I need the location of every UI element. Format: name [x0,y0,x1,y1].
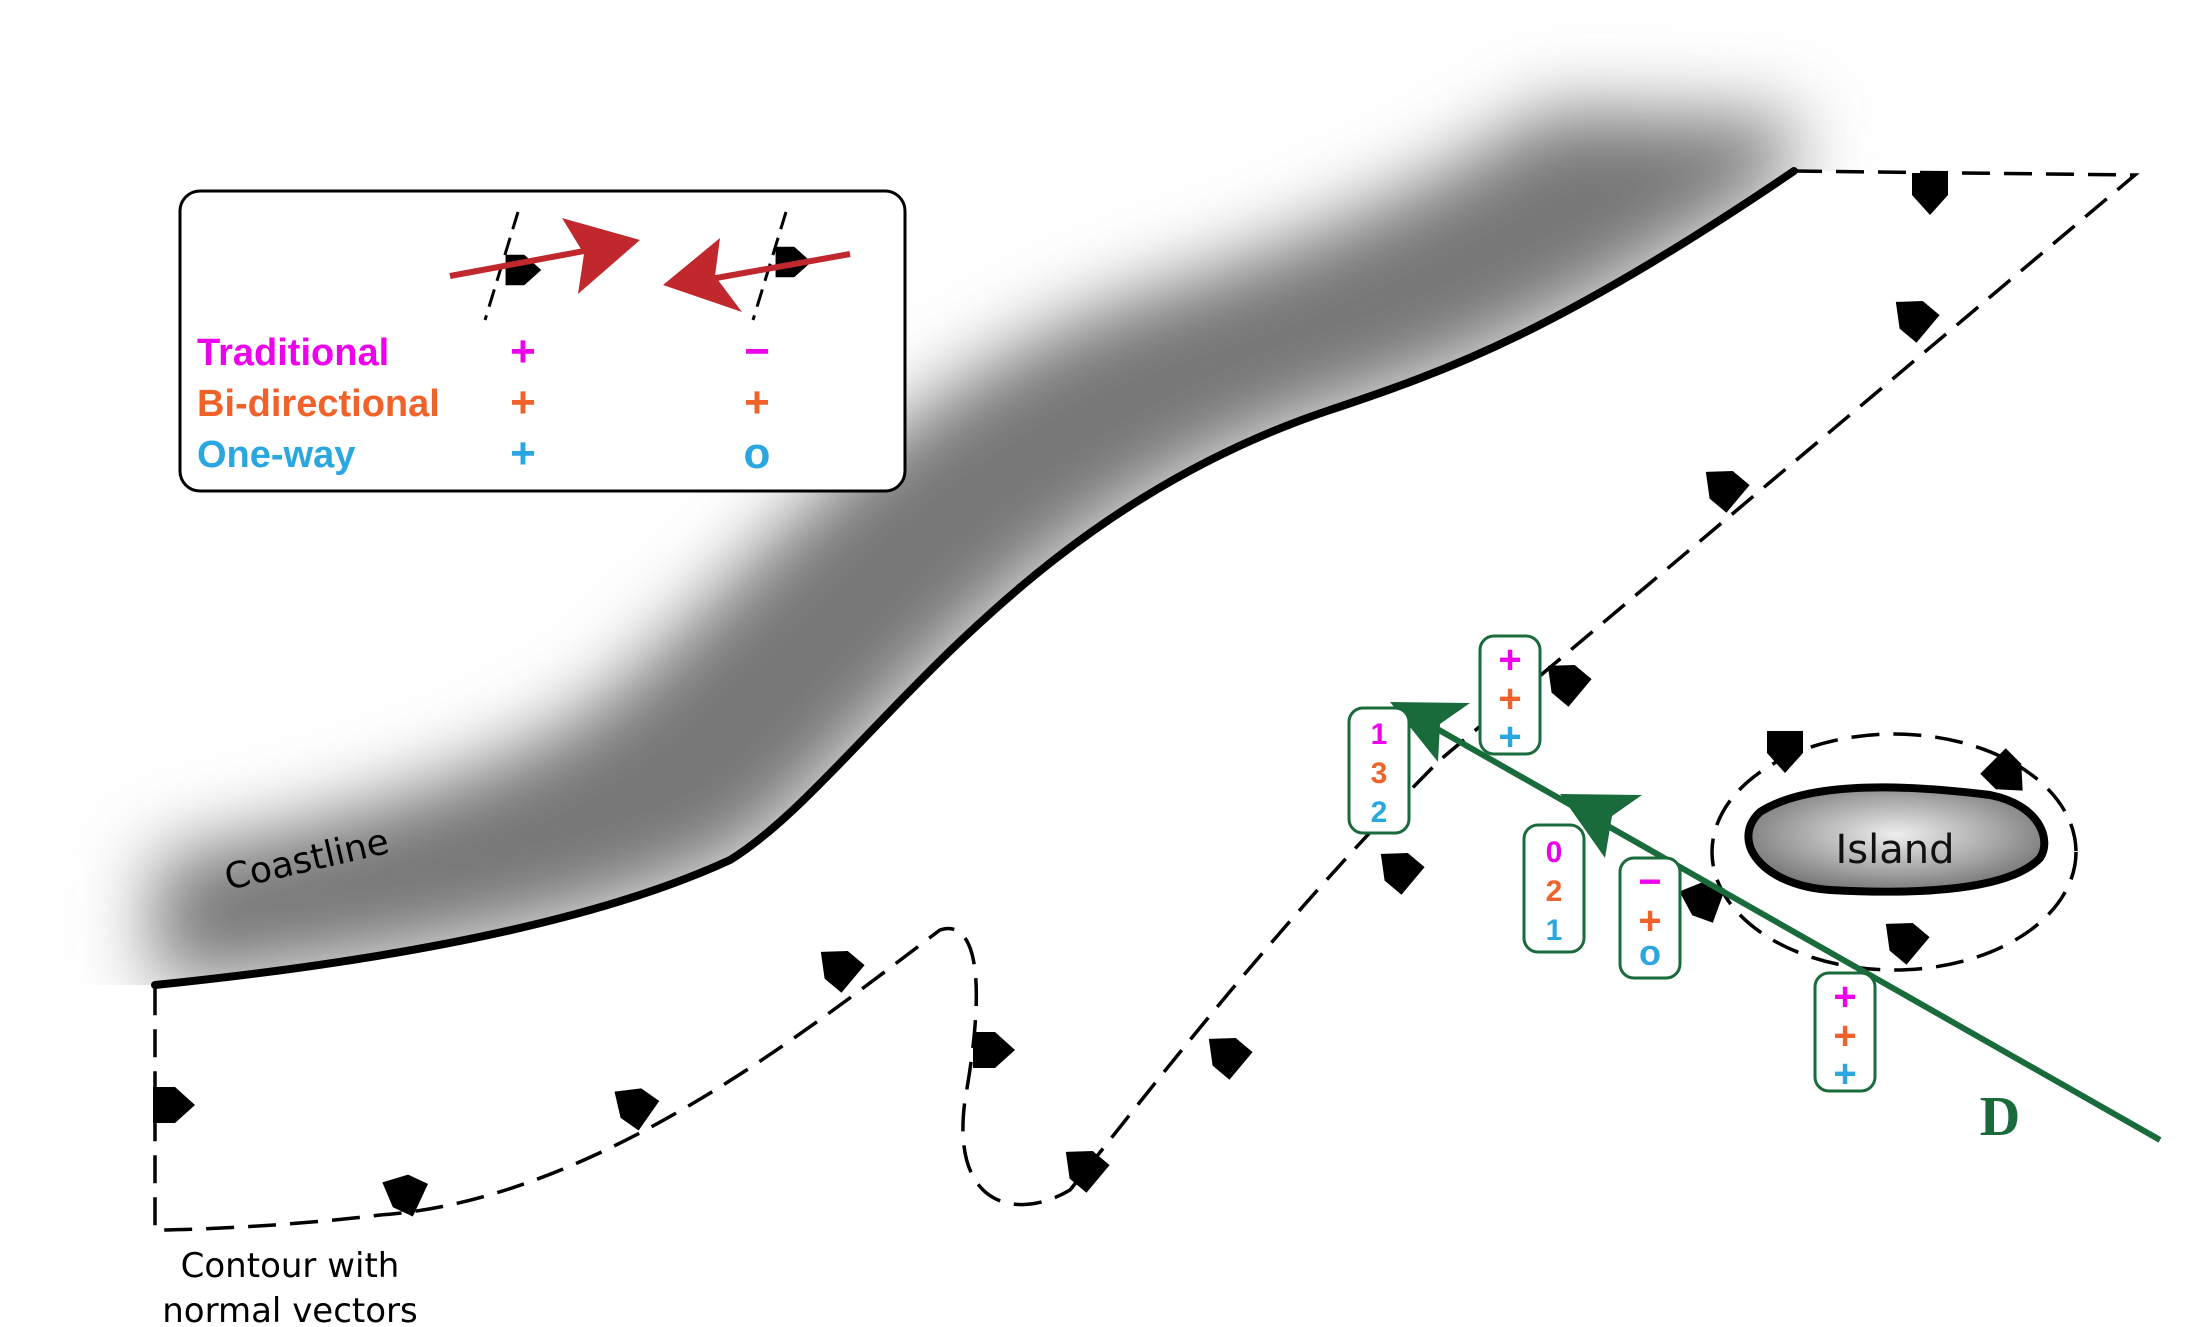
badge-sign-a-bidirectional: + [1498,677,1521,721]
legend-bidirectional-inward: + [744,378,770,427]
badge-sign-b: − + o [1618,856,1682,980]
badge-sign-b-oneway: o [1639,932,1661,973]
contour-dashed [153,169,2140,1232]
badge-sign-a-oneway: + [1498,715,1521,759]
normal-vector [1536,652,1592,707]
normal-vector [1369,840,1425,895]
badge-sign-c-traditional: + [1833,975,1856,1019]
contour-label-line2: normal vectors [162,1291,418,1327]
normal-vector [1054,1138,1110,1193]
badge-sign-b-traditional: − [1638,860,1661,904]
legend-traditional-inward: − [744,327,770,376]
legend-box [178,189,907,493]
transect-arrowhead [1560,794,1642,858]
normal-vector [809,938,865,993]
badge-count-a-oneway: 2 [1371,796,1388,829]
transect-arrowhead [1390,702,1470,762]
legend-bidirectional-label: Bi-directional [197,383,440,425]
legend-bidirectional-outward: + [510,378,536,427]
transect-d-label: D [1980,1086,2020,1148]
legend-illustration-outward [449,211,640,321]
island-label: Island [1835,827,1954,873]
legend-illustration-inward [663,211,851,321]
land-shading [155,110,1794,985]
badge-sign-c-bidirectional: + [1833,1014,1856,1058]
legend-traditional-label: Traditional [197,332,389,374]
island [1744,783,2049,896]
badge-sign-c-oneway: + [1833,1052,1856,1096]
legend-oneway-label: One-way [197,434,355,476]
badge-sign-a-traditional: + [1498,638,1521,682]
badge-sign-a: + + + [1478,634,1542,759]
badge-sign-b-bidirectional: + [1638,899,1661,943]
badge-count-a: 1 3 2 [1347,706,1411,835]
badge-count-b: 0 2 1 [1522,823,1586,954]
normal-vector [1874,910,1930,965]
normal-vector [1767,731,1803,773]
normal-vector [1884,288,1940,343]
normal-vector [973,1032,1015,1068]
badge-count-a-traditional: 1 [1371,718,1388,751]
legend-rows: Traditional + − Bi-directional + + One-w… [197,327,770,478]
legend-oneway-inward: o [744,429,771,478]
badge-count-b-bidirectional: 2 [1546,875,1563,908]
normal-vector [153,1087,195,1123]
island-contour [1710,732,2078,972]
normal-vector [1912,173,1948,215]
normal-vector [1197,1025,1253,1080]
badge-count-b-traditional: 0 [1546,836,1563,869]
transect-line-d [1390,702,2162,1143]
legend-oneway-outward: + [510,429,536,478]
normal-vector [604,1076,660,1131]
coastline [151,167,1798,989]
badge-count-a-bidirectional: 3 [1371,757,1388,790]
badge-count-b-oneway: 1 [1546,914,1563,947]
contour-label-line1: Contour with [181,1246,400,1286]
badge-sign-c: + + + [1813,971,1877,1096]
legend-traditional-outward: + [510,327,536,376]
